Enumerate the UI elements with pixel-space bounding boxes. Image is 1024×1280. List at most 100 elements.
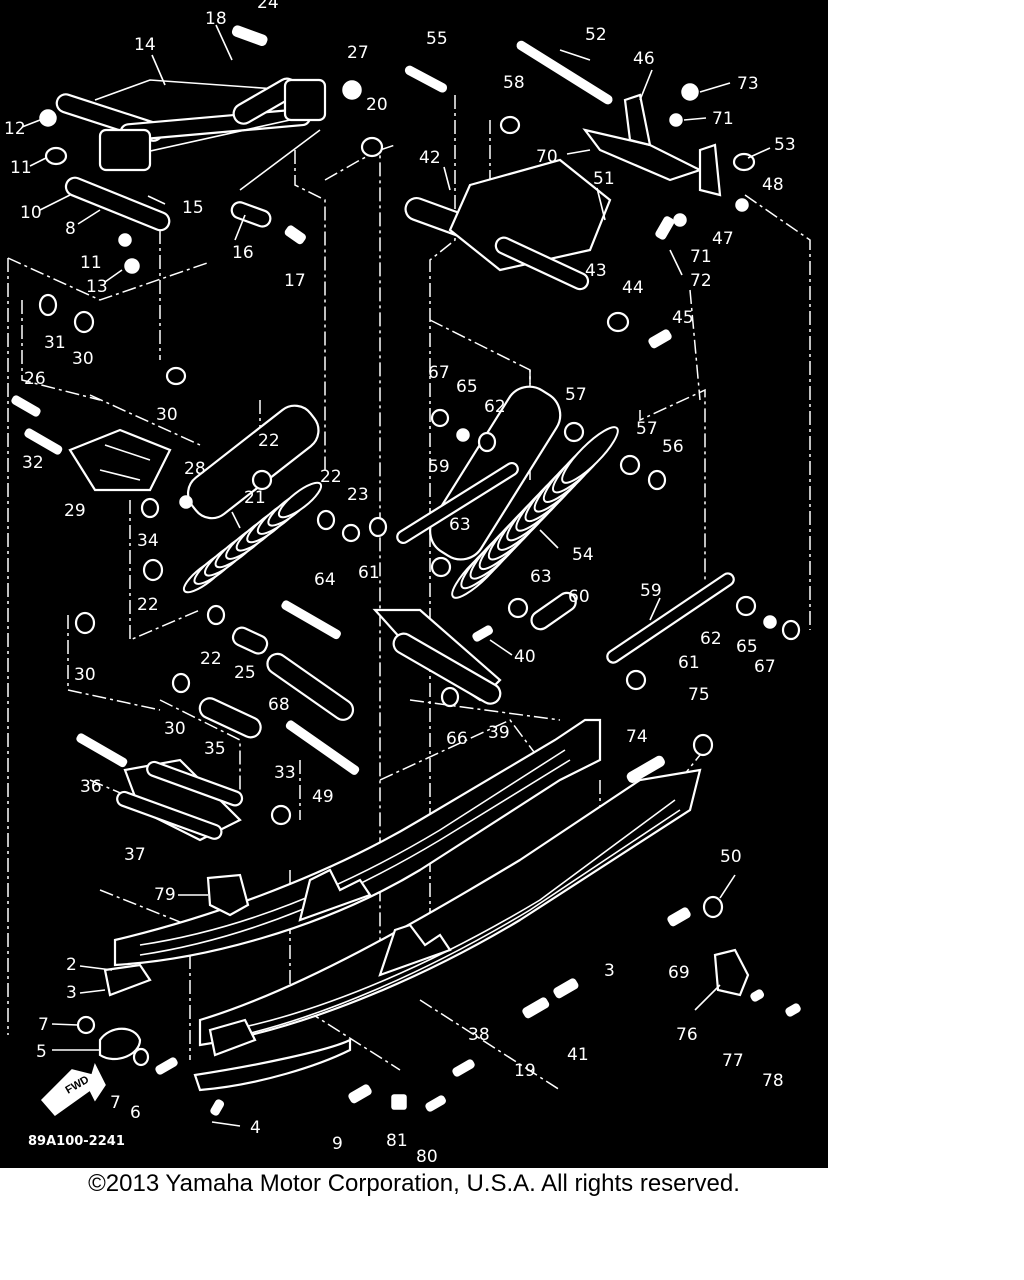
- callout-label: 8: [65, 219, 76, 239]
- callout-label: 61: [358, 563, 380, 583]
- callout-label: 39: [488, 723, 510, 743]
- callout-label: 50: [720, 847, 742, 867]
- callout-label: 10: [20, 203, 42, 223]
- callout-label: 30: [74, 665, 96, 685]
- callout-label: 15: [182, 198, 204, 218]
- callout-label: 41: [567, 1045, 589, 1065]
- callout-label: 60: [568, 587, 590, 607]
- slide-rails: FWD: [40, 718, 801, 1117]
- callout-label: 12: [4, 119, 26, 139]
- callout-label: 30: [156, 405, 178, 425]
- rear-arm-assembly: [404, 40, 756, 349]
- callout-label: 47: [712, 229, 734, 249]
- callout-label: 22: [320, 467, 342, 487]
- callout-label: 78: [762, 1071, 784, 1091]
- callout-label: 71: [712, 109, 734, 129]
- callout-label: 71: [690, 247, 712, 267]
- callout-label: 59: [428, 457, 450, 477]
- callout-label: 34: [137, 531, 159, 551]
- callout-label: 74: [626, 727, 648, 747]
- callout-label: 67: [428, 363, 450, 383]
- callout-label: 30: [164, 719, 186, 739]
- spring-coil: [561, 426, 619, 484]
- callout-label: 62: [700, 629, 722, 649]
- callout-label: 24: [257, 0, 279, 13]
- callout-label: 69: [668, 963, 690, 983]
- callout-label: 7: [38, 1015, 49, 1035]
- front-arm-assembly: [39, 25, 384, 274]
- callout-label: 2: [66, 955, 77, 975]
- callout-label: 54: [572, 545, 594, 565]
- callout-label: 29: [64, 501, 86, 521]
- callout-label: 4: [250, 1118, 261, 1138]
- copyright-notice: ©2013 Yamaha Motor Corporation, U.S.A. A…: [88, 1170, 740, 1197]
- callout-label: 64: [314, 570, 336, 590]
- callout-label: 52: [585, 25, 607, 45]
- leader-lines: [21, 24, 771, 1127]
- callout-label: 73: [737, 74, 759, 94]
- callout-label: 58: [503, 73, 525, 93]
- callout-label: 40: [514, 647, 536, 667]
- callout-label: 42: [419, 148, 441, 168]
- callout-label: 14: [134, 35, 156, 55]
- spring-coil: [277, 481, 323, 519]
- callout-label: 57: [636, 419, 658, 439]
- callout-label: 68: [268, 695, 290, 715]
- callout-label: 79: [154, 885, 176, 905]
- callout-label: 36: [80, 777, 102, 797]
- callout-label: 63: [530, 567, 552, 587]
- exploded-parts-diagram: FWD 24 18 14: [0, 0, 828, 1168]
- callout-label: 38: [468, 1025, 490, 1045]
- callout-label: 51: [593, 169, 615, 189]
- callout-label: 11: [10, 158, 32, 178]
- callout-label: 23: [347, 485, 369, 505]
- callout-label: 19: [514, 1061, 536, 1081]
- fwd-arrow-icon: FWD: [40, 1062, 106, 1117]
- callout-label: 33: [274, 763, 296, 783]
- callout-label: 32: [22, 453, 44, 473]
- callout-label: 30: [72, 349, 94, 369]
- callout-label: 44: [622, 278, 644, 298]
- callout-label: 31: [44, 333, 66, 353]
- shock-absorber-front: [182, 404, 323, 594]
- callout-label: 17: [284, 271, 306, 291]
- callout-label: 70: [536, 147, 558, 167]
- callout-label: 26: [24, 369, 46, 389]
- diagram-drawing: FWD 24 18 14: [4, 0, 811, 1167]
- callout-label: 49: [312, 787, 334, 807]
- callout-label: 11: [80, 253, 102, 273]
- callout-label: 66: [446, 729, 468, 749]
- callout-label: 67: [754, 657, 776, 677]
- callout-label: 9: [332, 1134, 343, 1154]
- drawing-number: 89A100-2241: [28, 1134, 125, 1149]
- callout-label: 27: [347, 43, 369, 63]
- callout-label: 56: [662, 437, 684, 457]
- callout-label: 77: [722, 1051, 744, 1071]
- callout-label: 37: [124, 845, 146, 865]
- callout-numbers: 24 18 14 27 20 12 11 10 8 15 16 11 13 17…: [4, 0, 796, 1167]
- callout-label: 48: [762, 175, 784, 195]
- shock-absorber-rear: [429, 385, 619, 599]
- callout-label: 21: [244, 488, 266, 508]
- callout-label: 59: [640, 581, 662, 601]
- callout-label: 65: [736, 637, 758, 657]
- callout-label: 3: [66, 983, 77, 1003]
- callout-label: 16: [232, 243, 254, 263]
- callout-label: 7: [110, 1093, 121, 1113]
- callout-label: 18: [205, 9, 227, 29]
- callout-label: 25: [234, 663, 256, 683]
- callout-label: 22: [258, 431, 280, 451]
- callout-label: 62: [484, 397, 506, 417]
- callout-label: 43: [585, 261, 607, 281]
- callout-label: 76: [676, 1025, 698, 1045]
- callout-label: 20: [366, 95, 388, 115]
- callout-label: 72: [690, 271, 712, 291]
- callout-label: 80: [416, 1147, 438, 1167]
- callout-label: 45: [672, 308, 694, 328]
- callout-label: 57: [565, 385, 587, 405]
- callout-label: 28: [184, 459, 206, 479]
- callout-label: 63: [449, 515, 471, 535]
- callout-label: 22: [137, 595, 159, 615]
- callout-label: 81: [386, 1131, 408, 1151]
- callout-label: 53: [774, 135, 796, 155]
